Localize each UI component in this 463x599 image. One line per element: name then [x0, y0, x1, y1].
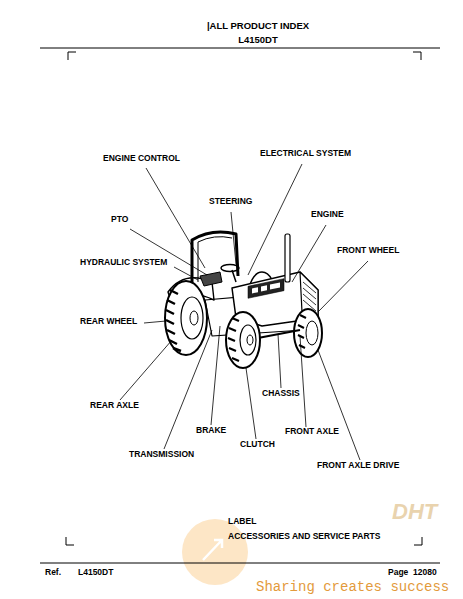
part-group-label: REAR AXLE	[90, 401, 139, 410]
part-group-label: CLUTCH	[240, 440, 275, 449]
part-group-label: LABEL	[228, 517, 256, 526]
header-rule	[40, 48, 440, 49]
model-heading: L4150DT	[238, 35, 278, 45]
part-group-label: ACCESSORIES AND SERVICE PARTS	[228, 532, 380, 541]
footer-ref-label: Ref.	[45, 568, 61, 577]
part-group-label: CHASSIS	[262, 389, 300, 398]
part-group-label: REAR WHEEL	[80, 317, 137, 326]
corner-mark	[66, 537, 74, 545]
footer-ref-value: L4150DT	[78, 568, 113, 577]
part-group-label: ENGINE CONTROL	[103, 154, 180, 163]
page-title: |ALL PRODUCT INDEX	[207, 21, 309, 31]
watermark-logo	[182, 519, 248, 585]
watermark-logo-mark	[203, 540, 222, 560]
tractor-illustration	[165, 232, 322, 368]
part-group-label: FRONT AXLE	[285, 427, 339, 436]
part-group-label: ELECTRICAL SYSTEM	[260, 149, 351, 158]
footer-page-label: Page	[388, 568, 408, 577]
part-group-label: HYDRAULIC SYSTEM	[80, 258, 167, 267]
part-group-label: TRANSMISSION	[129, 450, 194, 459]
watermark-slogan: Sharing creates success	[256, 580, 449, 595]
footer-page-number: 12080	[413, 568, 437, 577]
part-group-label: STEERING	[209, 197, 252, 206]
part-group-label: ENGINE	[311, 210, 344, 219]
part-group-label: PTO	[111, 215, 128, 224]
footer-rule	[40, 563, 440, 564]
part-group-label: FRONT WHEEL	[337, 246, 399, 255]
leader-lines	[120, 164, 368, 460]
corner-mark	[413, 52, 421, 60]
corner-mark	[68, 52, 76, 60]
corner-mark	[414, 537, 422, 545]
part-group-label: BRAKE	[196, 426, 226, 435]
part-group-label: FRONT AXLE DRIVE	[317, 461, 399, 470]
watermark-text: DHT	[392, 500, 437, 524]
